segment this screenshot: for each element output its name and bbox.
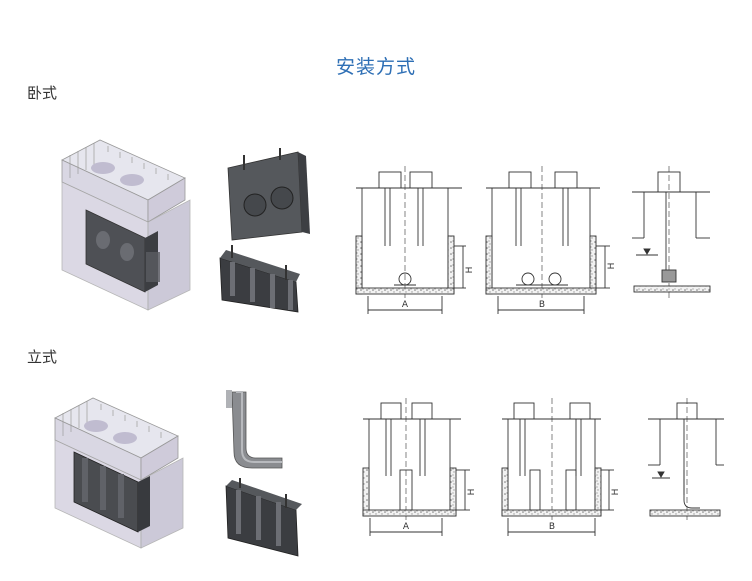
section-label-lying: 卧式 (27, 84, 58, 102)
drawing-standing-a (362, 398, 470, 536)
drawing-lying-a (355, 166, 466, 314)
tank-render-standing (54, 397, 184, 549)
dim-label-h: H (467, 489, 477, 496)
tank-render-lying (61, 139, 191, 311)
dim-label-h: H (611, 489, 621, 496)
dim-label-b: B (549, 522, 555, 532)
gate-render-standing (225, 478, 302, 557)
dim-label-h: H (607, 263, 617, 270)
drawing-lying-b (485, 166, 610, 314)
drawing-standing-b (501, 398, 614, 536)
gate-render-lying-back (219, 245, 300, 313)
dim-label-a: A (403, 522, 410, 532)
dim-label-b: B (539, 300, 545, 310)
dim-label-h: H (465, 267, 475, 274)
dim-label-a: A (402, 300, 409, 310)
drawing-lying-side (632, 166, 711, 300)
section-label-standing: 立式 (27, 348, 58, 366)
pipe-render (226, 390, 283, 469)
gate-render-lying-front (227, 148, 310, 241)
drawing-standing-side (648, 398, 724, 520)
page-title: 安装方式 (335, 56, 416, 78)
